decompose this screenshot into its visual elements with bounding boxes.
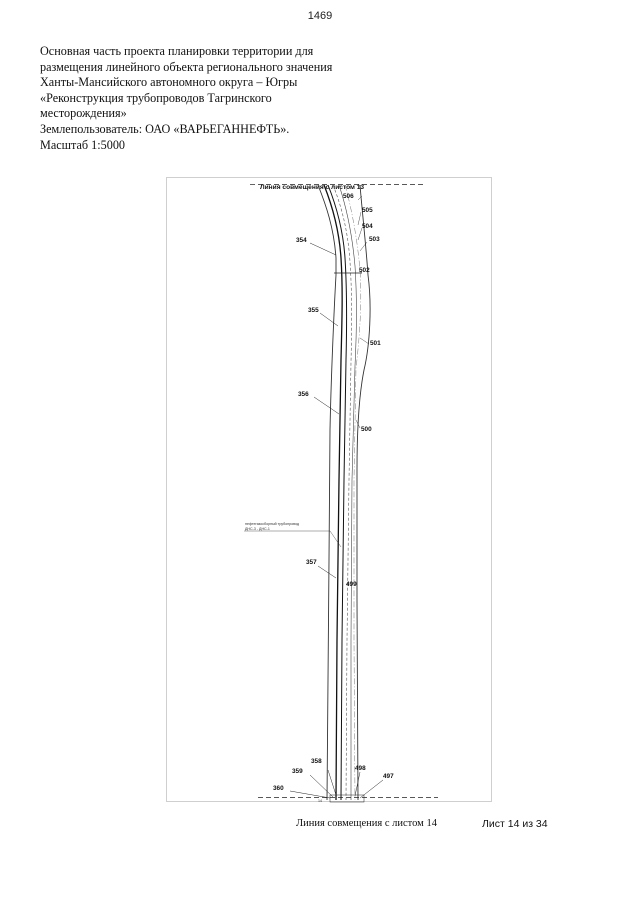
pipeline-note-line2: ДНС-3 - ДНС-1 [245,527,270,531]
pipeline-thin [338,184,357,800]
leader-line [359,779,384,799]
title-line: размещения линейного объекта регионально… [40,59,333,74]
point-label: 500 [361,426,372,433]
bottom-match-line-label: Линия совмещения с листом 14 [296,818,437,829]
pipeline-axis [344,184,362,801]
point-label: 504 [362,223,373,230]
point-label: 359 [292,768,303,775]
point-label: 358 [311,758,322,765]
point-label: 506 [343,193,354,200]
land-user-line: Землепользователь: ОАО «ВАРЬЕГАННЕФТЬ». [40,121,290,136]
leader-line [357,195,363,201]
top-match-line-label: Линия совмещения с листом 13 [260,184,364,191]
leader-line [313,396,340,415]
leader-line [357,227,363,241]
leader-line [289,790,331,799]
point-label: 498 [355,765,366,772]
point-label: 505 [362,207,373,214]
leader-line [357,211,362,226]
pipeline-main [323,184,343,801]
point-label: 497 [383,773,394,780]
leader-line [355,419,361,429]
point-label: 501 [370,340,381,347]
point-label: 502 [359,267,370,274]
leader-line [317,565,337,579]
title-line: Основная часть проекта планировки террит… [40,44,314,58]
leader-line [358,269,363,274]
leader-line [359,337,370,345]
leader-line [319,312,339,327]
point-label: 356 [298,391,309,398]
bottom-junction-box [329,794,365,803]
pipeline-secondary [327,184,348,801]
leader-line [359,241,368,252]
leader-line [354,771,361,797]
sheet-number: Лист 14 из 34 [482,818,548,830]
point-label: 360 [273,785,284,792]
map-sheet-frame [166,177,492,802]
bottom-sheet-marker: 14 [318,799,322,803]
point-label: 499 [346,581,357,588]
leader-line [309,774,334,798]
point-label: 354 [296,237,307,244]
pipeline-dashed [332,184,352,801]
scale-line: Масштаб 1:5000 [40,137,126,152]
title-line: «Реконструкция трубопроводов Тагринского [40,90,272,105]
corridor-left-boundary [317,184,337,801]
page-number: 1469 [307,10,333,22]
point-label: 503 [369,236,380,243]
title-line: месторождения» [40,106,127,121]
leader-line [309,242,337,256]
point-label: 355 [308,307,319,314]
pipeline-note-leader [329,530,342,548]
corridor-right-boundary [356,184,371,801]
leader-line [327,769,337,796]
title-line: Ханты-Мансийского автономного округа – Ю… [40,75,298,90]
point-label: 357 [306,559,317,566]
title-block: Основная часть проекта планировки террит… [40,44,370,153]
pipeline-note-line1: нефтегазосборный трубопровод [245,522,300,526]
